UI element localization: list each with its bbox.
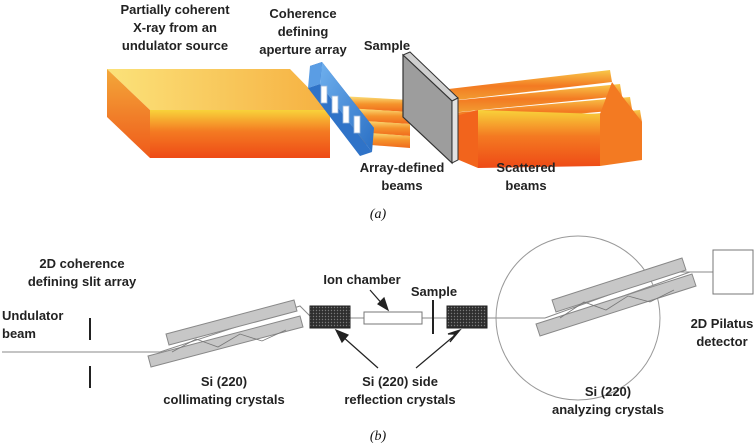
aperture-label: Coherence defining aperture array (259, 6, 347, 57)
svg-text:beams: beams (505, 178, 546, 193)
svg-text:analyzing crystals: analyzing crystals (552, 402, 664, 417)
sample-plate (402, 51, 459, 165)
svg-text:aperture array: aperture array (259, 42, 347, 57)
caption-a: (a) (370, 207, 387, 222)
svg-text:Undulator: Undulator (2, 308, 63, 323)
collimating-crystals (147, 299, 304, 368)
undulator-beam-block (107, 69, 330, 158)
aperture-slit (331, 95, 339, 114)
pilatus-detector (712, 249, 754, 295)
array-beams-label: Array-defined beams (360, 160, 445, 193)
aperture-array (308, 62, 374, 156)
aperture-slit (353, 115, 361, 134)
svg-text:2D Pilatus: 2D Pilatus (691, 316, 754, 331)
svg-text:beam: beam (2, 326, 36, 341)
svg-text:reflection crystals: reflection crystals (344, 392, 455, 407)
detector-label: 2D Pilatus detector (691, 316, 754, 349)
source-label: Partially coherent X-ray from an undulat… (120, 2, 230, 53)
panel-b: 2D coherence defining slit array Undulat… (2, 235, 754, 444)
collimating-label: Si (220) collimating crystals (163, 374, 284, 407)
side-reflection-crystal-left (309, 305, 351, 329)
side-reflection-crystal-right (446, 305, 488, 329)
scattered-beams (440, 70, 642, 168)
sample-label-a: Sample (364, 38, 410, 53)
sample-label-b: Sample (411, 284, 457, 299)
svg-text:Si (220) side: Si (220) side (362, 374, 438, 389)
goniometer-circle (495, 235, 661, 401)
side-reflection-label: Si (220) side reflection crystals (344, 374, 455, 407)
pointer-arrows (334, 289, 462, 369)
svg-text:Si (220): Si (220) (201, 374, 247, 389)
aperture-slit (320, 85, 328, 104)
svg-text:Array-defined: Array-defined (360, 160, 445, 175)
panel-a: Partially coherent X-ray from an undulat… (107, 2, 642, 222)
analyzing-label: Si (220) analyzing crystals (552, 384, 664, 417)
svg-text:X-ray from an: X-ray from an (133, 20, 217, 35)
svg-text:defining slit array: defining slit array (28, 274, 137, 289)
caption-b: (b) (370, 429, 387, 444)
analyzing-crystals (535, 257, 697, 337)
svg-text:Scattered: Scattered (496, 160, 555, 175)
svg-text:Coherence: Coherence (269, 6, 336, 21)
scattered-beams-label: Scattered beams (496, 160, 555, 193)
svg-text:detector: detector (696, 334, 747, 349)
svg-text:beams: beams (381, 178, 422, 193)
aperture-slit (342, 105, 350, 124)
undulator-beam-label: Undulator beam (2, 308, 63, 341)
svg-text:collimating crystals: collimating crystals (163, 392, 284, 407)
ion-chamber-label: Ion chamber (323, 272, 400, 287)
svg-text:undulator source: undulator source (122, 38, 228, 53)
slit-array-label: 2D coherence defining slit array (28, 256, 137, 289)
svg-text:Partially coherent: Partially coherent (120, 2, 230, 17)
svg-text:2D coherence: 2D coherence (39, 256, 124, 271)
ion-chamber (363, 311, 423, 325)
svg-text:defining: defining (278, 24, 329, 39)
svg-text:Si (220): Si (220) (585, 384, 631, 399)
